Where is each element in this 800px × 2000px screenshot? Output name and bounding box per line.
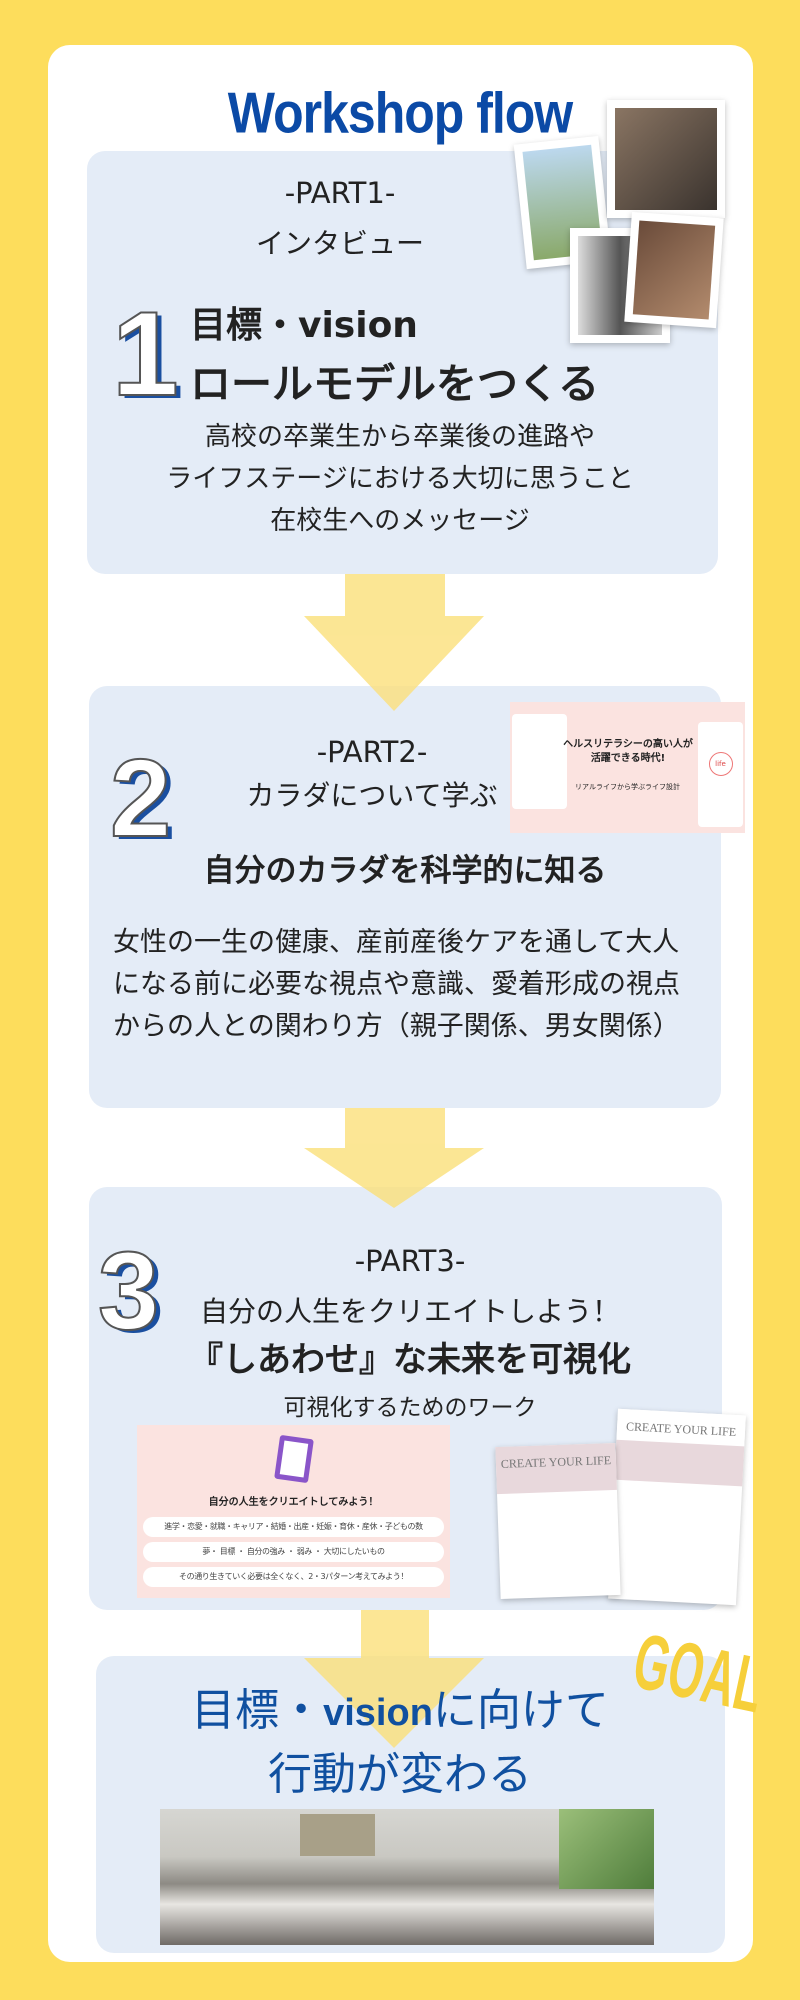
slide-row: 進学・恋愛・就職・キャリア・結婚・出産・妊娠・育休・産休・子どもの数 <box>143 1517 444 1537</box>
part2-subtitle: カラダについて学ぶ <box>246 779 498 812</box>
venn-label: life <box>708 752 733 776</box>
goal-heading: 目標・visionに向けて 行動が変わる <box>0 1680 800 1806</box>
slide-title-line: ヘルスリテラシーの高い人が <box>563 739 693 750</box>
part2-description: 女性の一生の健康、産前産後ケアを通して大人 になる前に必要な視点や意識、愛着形成… <box>113 922 680 1048</box>
clipboard-icon <box>274 1434 314 1484</box>
part1-label: -PART1- <box>284 176 396 210</box>
goal-text: 目標・ <box>191 1685 324 1736</box>
photo-family-kids <box>624 211 724 329</box>
slide-title: 自分の人生をクリエイトしてみよう！ <box>208 1497 379 1508</box>
number-one-icon: 1 <box>111 286 180 422</box>
part2-slide-image: ヘルスリテラシーの高い人が活躍できる時代! リアルライフから学ぶライフ設計 li… <box>510 702 745 833</box>
part1-heading-vision: 目標・vision <box>190 305 418 346</box>
part1-heading-rolemodel: ロールモデルをつくる <box>190 360 600 408</box>
desc-line: 女性の一生の健康、産前産後ケアを通して大人 <box>113 927 680 958</box>
desc-line: 在校生へのメッセージ <box>270 506 530 536</box>
slide-row: 夢・ 目標 ・ 自分の強み ・ 弱み ・ 大切にしたいもの <box>143 1542 444 1562</box>
venn-diagram-card: life <box>698 722 743 827</box>
goal-line-1: 目標・visionに向けて <box>0 1680 800 1744</box>
page-title: Workshop flow <box>227 80 573 146</box>
slide-row: その通り生きていく必要は全くなく、2・3パターン考えてみよう！ <box>143 1567 444 1587</box>
number-three-icon: 3 <box>97 1229 160 1354</box>
part2-heading: 自分のカラダを科学的に知る <box>203 853 607 889</box>
part3-subtitle: 自分の人生をクリエイトしよう！ <box>199 1295 620 1328</box>
worksheet-front: CREATE YOUR LIFE <box>495 1442 621 1600</box>
goal-vision-text: vision <box>323 1692 433 1734</box>
desc-line: 高校の卒業生から卒業後の進路や <box>204 422 595 452</box>
photo-family-dinner <box>607 100 725 218</box>
slide-title: ヘルスリテラシーの高い人が活躍できる時代! <box>558 738 698 766</box>
part3-caption: 可視化するためのワーク <box>283 1395 537 1421</box>
part3-label: -PART3- <box>354 1244 466 1278</box>
slide-title-line: 活躍できる時代! <box>590 753 666 764</box>
goal-text: に向けて <box>432 1685 609 1736</box>
worksheet-title: CREATE YOUR LIFE <box>495 1442 617 1495</box>
slide-caption: リアルライフから学ぶライフ設計 <box>575 783 680 791</box>
worksheet-back: CREATE YOUR LIFE <box>608 1408 746 1606</box>
goal-line-2: 行動が変わる <box>268 1749 532 1800</box>
illustration-woman-icon <box>512 714 567 809</box>
part3-heading: 『しあわせ』な未来を可視化 <box>189 1340 631 1380</box>
desc-line: になる前に必要な視点や意識、愛着形成の視点 <box>113 969 680 1000</box>
number-two-icon: 2 <box>109 736 172 861</box>
projector-screen <box>300 1814 375 1856</box>
desc-line: からの人との関わり方（親子関係、男女関係） <box>113 1011 680 1042</box>
part1-description: 高校の卒業生から卒業後の進路や ライフステージにおける大切に思うこと 在校生への… <box>0 416 800 542</box>
part3-slide-image: 自分の人生をクリエイトしてみよう！ 進学・恋愛・就職・キャリア・結婚・出産・妊娠… <box>137 1425 450 1598</box>
window-greenery <box>559 1809 654 1889</box>
classroom-photo <box>160 1809 654 1945</box>
part1-subtitle: インタビュー <box>255 227 424 260</box>
part1-box <box>87 151 718 574</box>
part2-label: -PART2- <box>316 735 428 769</box>
desc-line: ライフステージにおける大切に思うこと <box>166 464 634 494</box>
